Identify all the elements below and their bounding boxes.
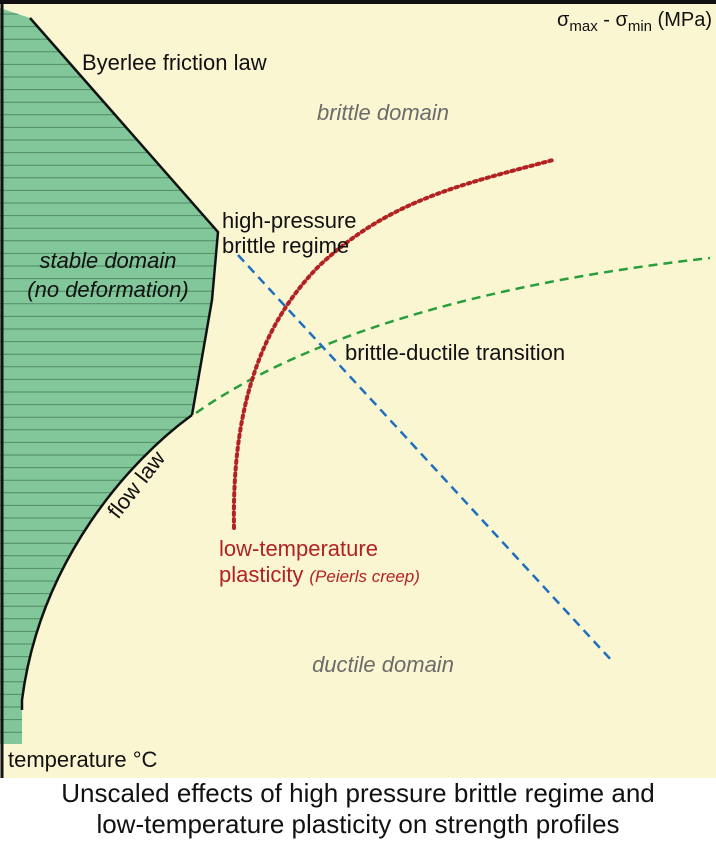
byerlee-friction-curve [29,17,220,416]
stable-domain-label-line2: (no deformation) [27,277,188,302]
temperature-axis-label: temperature °C [8,747,158,772]
high-pressure-label-line1: high-pressure [222,208,357,233]
brittle-domain-label: brittle domain [317,100,449,125]
high-pressure-brittle-line [237,254,614,663]
byerlee-label: Byerlee friction law [82,50,267,75]
ltp-label-line2: plasticity(Peierls creep) [219,562,420,587]
stable-domain-label-line1: stable domain [40,248,177,273]
caption-line2: low-temperature plasticity on strength p… [96,809,620,839]
high-pressure-label-line2: brittle regime [222,233,349,258]
strength-profile-diagram: σmax - σmin (MPa) Byerlee friction law b… [0,0,716,778]
ltp-label-line1: low-temperature [219,536,378,561]
figure-caption: Unscaled effects of high pressure brittl… [0,778,716,840]
peierls-creep-curve [231,158,555,530]
caption-line1: Unscaled effects of high pressure brittl… [61,778,655,808]
brittle-ductile-transition-curve [195,256,711,415]
ductile-domain-label: ductile domain [312,652,454,677]
brittle-ductile-label: brittle-ductile transition [345,340,565,365]
flow-law-curve [20,413,193,710]
stress-axis-label: σmax - σmin (MPa) [557,9,712,35]
